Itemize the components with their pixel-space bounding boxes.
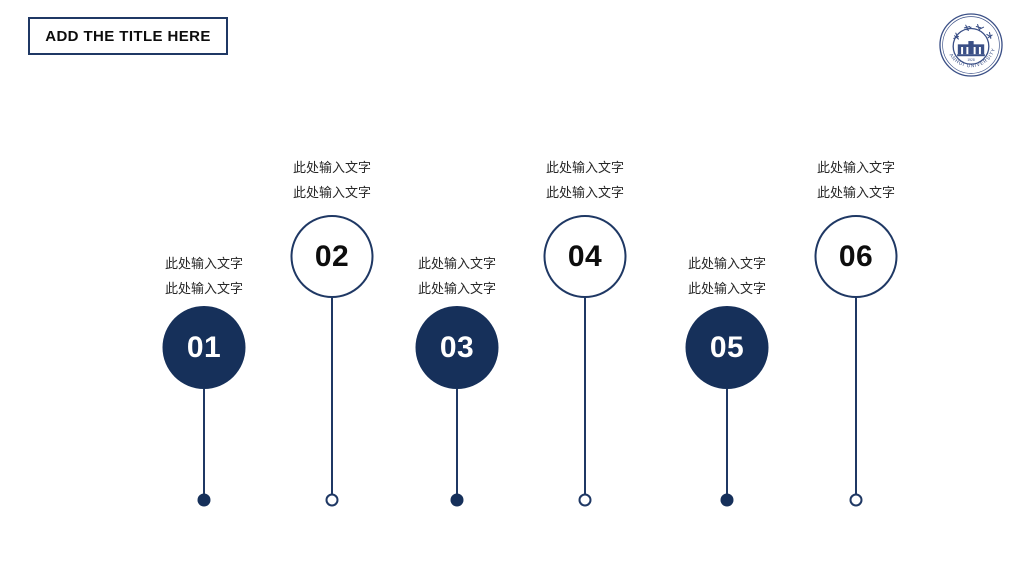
caption-line: 此处输入文字	[292, 161, 371, 176]
title-bracket-right-icon	[212, 17, 228, 55]
caption-line: 此处输入文字	[687, 282, 766, 297]
title-frame-bottom-rule	[42, 53, 214, 55]
caption-line: 此处输入文字	[417, 257, 496, 272]
caption-line: 此处输入文字	[816, 186, 895, 201]
timeline-caption-01: 此处输入文字此处输入文字	[109, 252, 299, 302]
caption-line: 此处输入文字	[164, 282, 243, 297]
timeline-connector-05	[726, 389, 728, 500]
caption-line: 此处输入文字	[292, 186, 371, 201]
caption-line: 此处输入文字	[545, 161, 624, 176]
page-title: ADD THE TITLE HERE	[45, 27, 211, 45]
timeline-number-badge-05[interactable]: 05	[685, 306, 769, 389]
timeline-endpoint-dot-05	[720, 493, 734, 507]
timeline-endpoint-dot-06	[849, 493, 863, 507]
slide-title-frame: ADD THE TITLE HERE	[28, 17, 228, 55]
timeline-caption-04: 此处输入文字此处输入文字	[490, 156, 680, 206]
caption-line: 此处输入文字	[164, 257, 243, 272]
caption-line: 此处输入文字	[545, 186, 624, 201]
caption-line: 此处输入文字	[687, 257, 766, 272]
timeline-connector-02	[331, 298, 333, 498]
timeline-connector-03	[456, 389, 458, 500]
caption-line: 此处输入文字	[417, 282, 496, 297]
timeline-caption-02: 此处输入文字此处输入文字	[237, 156, 427, 206]
timeline-connector-04	[584, 298, 586, 498]
svg-text:1928: 1928	[967, 58, 975, 62]
timeline-number-badge-02[interactable]: 02	[290, 215, 374, 298]
anhui-university-seal-icon: 1928 ANHUI UNIVERSITY	[938, 12, 1004, 78]
caption-line: 此处输入文字	[816, 161, 895, 176]
timeline-endpoint-dot-04	[578, 493, 592, 507]
timeline-connector-06	[855, 298, 857, 498]
title-bracket-left-icon	[28, 17, 44, 55]
timeline-caption-06: 此处输入文字此处输入文字	[761, 156, 951, 206]
timeline-caption-03: 此处输入文字此处输入文字	[362, 252, 552, 302]
timeline-number-badge-01[interactable]: 01	[162, 306, 246, 389]
timeline-endpoint-dot-02	[325, 493, 339, 507]
timeline-endpoint-dot-03	[450, 493, 464, 507]
timeline-endpoint-dot-01	[197, 493, 211, 507]
timeline-caption-05: 此处输入文字此处输入文字	[632, 252, 822, 302]
timeline-number-badge-04[interactable]: 04	[543, 215, 627, 298]
timeline-number-badge-06[interactable]: 06	[814, 215, 898, 298]
timeline-number-badge-03[interactable]: 03	[415, 306, 499, 389]
title-frame-top-rule	[42, 17, 214, 19]
timeline-connector-01	[203, 389, 205, 500]
